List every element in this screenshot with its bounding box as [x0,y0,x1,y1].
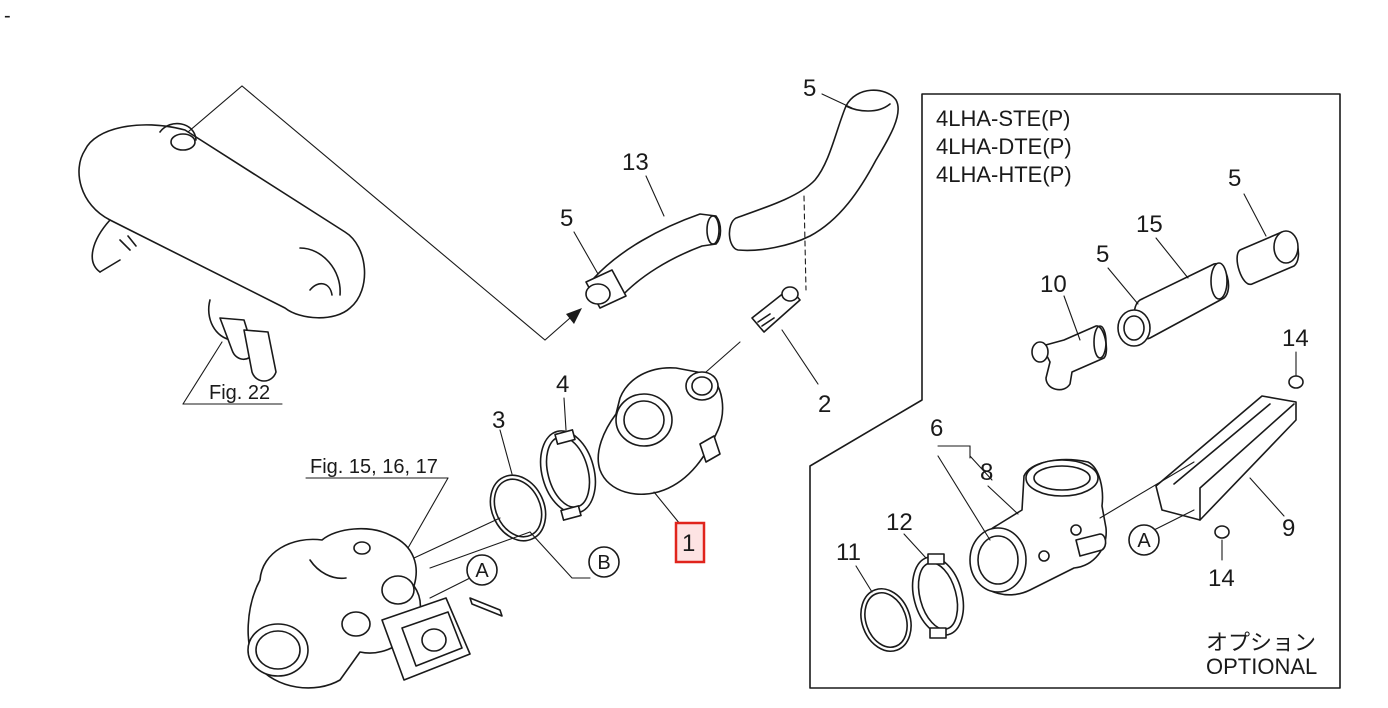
elbow-10-illustration [1031,325,1108,391]
oring-11-illustration [860,588,912,652]
part-label-8: 8 [980,459,993,486]
clamp-4-illustration [539,397,597,521]
connector-b-label: B [597,552,610,574]
elbow-8-illustration [969,458,1107,596]
oring-3-illustration [489,429,547,542]
flow-arrow [187,85,582,341]
part-label-6: 6 [930,415,943,442]
optional-leader-lines [855,193,1267,593]
model-line-2: 4LHA-DTE(P) [936,134,1072,159]
connector-a-left: A [466,554,498,586]
part-label-15: 15 [1136,211,1163,238]
bolt-14-top-illustration [1288,351,1304,389]
part-label-14-top: 14 [1282,325,1309,352]
main-part-labels: 5 13 5 4 3 2 [492,75,853,434]
corner-mark: - [4,5,11,27]
part-label-5-opt-right: 5 [1228,165,1241,192]
turbocharger-illustration [247,527,503,689]
fitting-2-illustration [705,286,819,385]
model-line-3: 4LHA-HTE(P) [936,162,1072,187]
part-label-1: 1 [682,530,695,557]
heat-exchanger-illustration [78,122,366,382]
fig22-reference: Fig. 22 [182,341,283,405]
optional-box: 4LHA-STE(P) 4LHA-DTE(P) 4LHA-HTE(P) [809,93,1341,689]
part-label-2: 2 [818,391,831,418]
bolt-14-bottom-illustration [1214,525,1230,561]
part-label-11: 11 [836,539,861,566]
elbow-1-illustration [597,367,724,525]
connector-a-right-label: A [1137,530,1151,552]
part-label-5-opt-left: 5 [1096,241,1109,268]
part-label-3: 3 [492,407,505,434]
bracket-9-illustration [1155,395,1297,521]
connector-a-left-label: A [475,560,489,582]
fig15-17-label: Fig. 15, 16, 17 [310,456,438,478]
part-label-4: 4 [556,371,569,398]
hose-13-illustration [585,213,722,309]
part-label-9: 9 [1282,515,1295,542]
part-label-10: 10 [1040,271,1067,298]
part-label-14-bottom: 14 [1208,565,1235,592]
connector-b: B [588,546,620,578]
optional-note-en: OPTIONAL [1206,654,1317,679]
optional-note-jp: オプション [1206,630,1316,655]
connector-lines [413,517,591,599]
part-label-5-top: 5 [803,75,816,102]
fig15-17-reference: Fig. 15, 16, 17 [305,456,449,549]
connector-a-right: A [1128,524,1160,556]
model-line-1: 4LHA-STE(P) [936,106,1070,131]
hose-15-illustration [1117,230,1300,347]
part-label-13: 13 [622,149,649,176]
part-1-highlight[interactable]: 1 [674,521,706,564]
fig22-label: Fig. 22 [209,382,270,404]
part-label-12: 12 [886,509,913,536]
clamp-12-illustration [911,553,965,639]
hose-5-top-illustration [728,89,899,291]
part-label-5-hose: 5 [560,205,573,232]
